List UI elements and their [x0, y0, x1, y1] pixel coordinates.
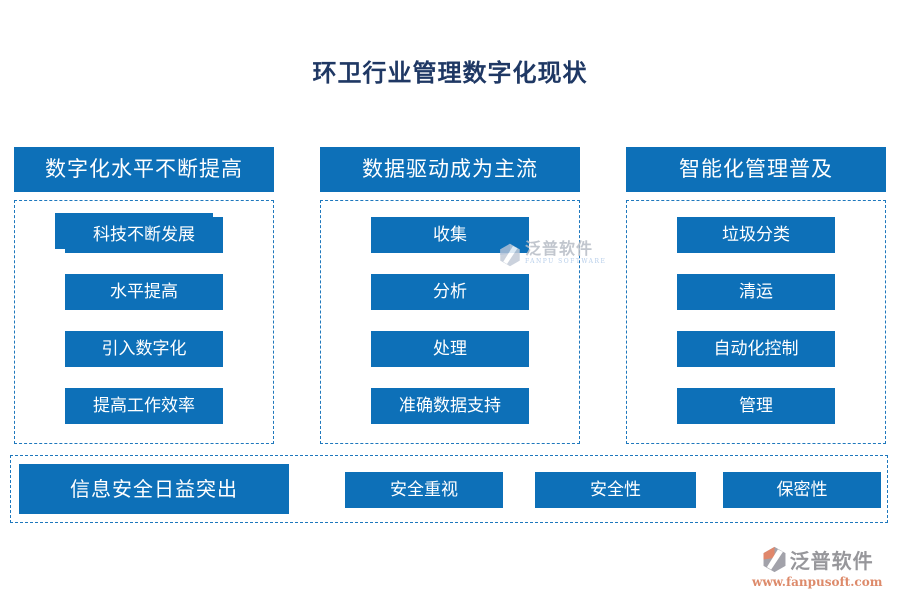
- information-security-band: 信息安全日益突出 安全重视 安全性 保密性: [10, 455, 888, 523]
- item-box: 准确数据支持: [371, 388, 529, 424]
- item-box: 提高工作效率: [65, 388, 223, 424]
- item-box: 水平提高: [65, 274, 223, 310]
- item-box: 自动化控制: [677, 331, 835, 367]
- item-box: 管理: [677, 388, 835, 424]
- fanpu-corner-logo: 泛普软件 www.fanpusoft.com: [752, 545, 882, 589]
- page-title: 环卫行业管理数字化现状: [312, 58, 588, 87]
- column-data-driven: 数据驱动成为主流 收集 分析 处理 准确数据支持: [320, 147, 580, 444]
- item-box: 安全重视: [345, 472, 503, 508]
- item-box: 收集: [371, 217, 529, 253]
- item-box: 科技不断发展: [65, 217, 223, 253]
- corner-logo-row: 泛普软件: [761, 545, 874, 574]
- column-body-data-driven: 收集 分析 处理 准确数据支持: [320, 200, 580, 444]
- corner-logo-url: www.fanpusoft.com: [752, 575, 883, 589]
- column-intelligent-management: 智能化管理普及 垃圾分类 清运 自动化控制 管理: [626, 147, 886, 444]
- item-box: 处理: [371, 331, 529, 367]
- watermark-subtitle: FANPU SOFTWARE: [525, 258, 607, 265]
- watermark-name: 泛普软件: [525, 239, 594, 258]
- bottom-band-header: 信息安全日益突出: [19, 464, 289, 514]
- item-box: 引入数字化: [65, 331, 223, 367]
- column-body-digitization: 科技不断发展 水平提高 引入数字化 提高工作效率: [14, 200, 274, 444]
- center-watermark: 泛普软件 FANPU SOFTWARE: [498, 240, 606, 267]
- column-header-intelligent: 智能化管理普及: [626, 147, 886, 192]
- watermark-text: 泛普软件 FANPU SOFTWARE: [525, 240, 606, 266]
- column-header-digitization: 数字化水平不断提高: [14, 147, 274, 192]
- item-box: 安全性: [535, 472, 696, 508]
- item-box: 垃圾分类: [677, 217, 835, 253]
- column-digitization-level: 数字化水平不断提高 科技不断发展 水平提高 引入数字化 提高工作效率: [14, 147, 274, 444]
- column-body-intelligent: 垃圾分类 清运 自动化控制 管理: [626, 200, 886, 444]
- item-box: 清运: [677, 274, 835, 310]
- fanpu-watermark-icon: [500, 243, 520, 267]
- item-box: 分析: [371, 274, 529, 310]
- column-header-data-driven: 数据驱动成为主流: [320, 147, 580, 192]
- fanpu-logo-icon: [763, 546, 786, 573]
- corner-logo-name: 泛普软件: [789, 549, 874, 573]
- item-box: 保密性: [723, 472, 881, 508]
- columns-row: 数字化水平不断提高 科技不断发展 水平提高 引入数字化 提高工作效率 数据驱动成…: [14, 147, 886, 444]
